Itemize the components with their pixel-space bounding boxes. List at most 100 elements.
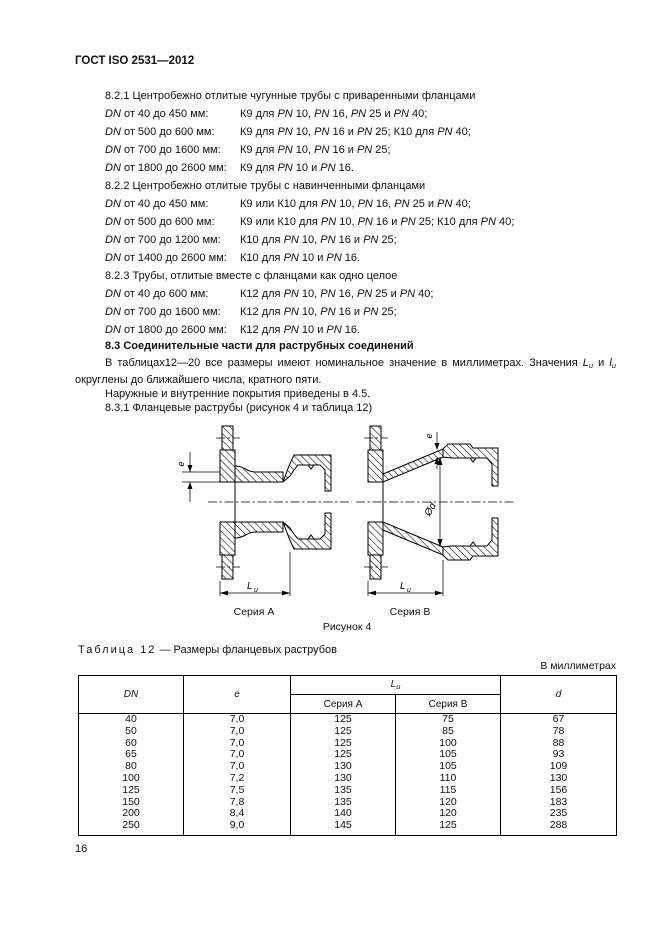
spec-line: DN от 700 до 1600 мм: К9 для PN 10, PN 16… [105, 141, 620, 159]
cell-dn: 100 [78, 772, 184, 785]
class-spec: К9 или К10 для PN 10, PN 16, PN 25 и PN … [240, 198, 471, 210]
dim-e-label: e [424, 433, 434, 438]
table-row: 150 7,8 135 120 183 [78, 796, 618, 809]
cell-lu-series-b: 115 [394, 784, 502, 797]
section-heading: 8.2.1 Центробежно отлитые чугунные трубы… [105, 90, 476, 102]
cell-lu-series-b: 105 [394, 749, 502, 762]
cell-lu-series-a: 145 [290, 819, 396, 836]
units-note: В миллиметрах [540, 660, 616, 672]
flange-plate-upper [219, 449, 236, 483]
cone-wall-lower [382, 521, 444, 556]
spec-list: DN от 40 до 600 мм: К12 для PN 10, PN 16,… [105, 285, 620, 339]
table-number: Таблица 12 [78, 644, 157, 656]
section-heading: 8.2.3 Трубы, отлитые вместе с фланцами к… [105, 270, 398, 282]
flange-plate-lower [219, 521, 236, 556]
dimension-e: e [176, 452, 220, 502]
cell-d: 78 [500, 725, 618, 738]
section-8-2-2: 8.2.2 Центробежно отлитые трубы с навинч… [105, 177, 620, 267]
section-8-2-1: 8.2.1 Центробежно отлитые чугунные трубы… [105, 87, 620, 177]
cell-lu-series-b: 85 [394, 725, 502, 738]
cell-lu-series-b: 100 [394, 737, 502, 750]
dim-lu-label: L [400, 581, 406, 592]
dn-range: DN от 1800 до 2600 мм: [105, 324, 227, 336]
spec-line: DN от 500 до 600 мм: К9 или К10 для PN 10… [105, 213, 620, 231]
dn-range: DN от 40 до 450 мм: [105, 108, 209, 120]
col-header-series-b: Серия B [394, 694, 502, 714]
table-12-wrapper: DN e Lu d Серия A Серия B 40 7,0 125 [78, 675, 618, 836]
cell-d: 235 [500, 808, 618, 821]
section-heading: 8.2.2 Центробежно отлитые трубы с навинч… [105, 180, 426, 192]
table-body: 40 7,0 125 75 67 50 7,0 125 85 78 [78, 713, 618, 836]
dn-range: DN от 700 до 1600 мм: [105, 144, 221, 156]
flange-plate-upper [367, 449, 384, 483]
cell-lu-series-b: 120 [394, 796, 502, 809]
socket-wall-lower [442, 517, 499, 561]
table-header: DN e Lu d Серия A Серия B [78, 675, 618, 714]
spec-line: DN от 1400 до 2600 мм:К10 для PN 10 и PN… [105, 249, 620, 267]
spec-line: DN от 700 до 1200 мм: К10 для PN 10, PN 1… [105, 231, 620, 249]
class-spec: К12 для PN 10, PN 16 и PN 25; [240, 306, 397, 318]
table-row: 125 7,5 135 115 156 [78, 784, 618, 797]
dimension-e: e [424, 432, 440, 469]
spec-line: DN от 1800 до 2600 мм:К9 для PN 10 и PN … [105, 159, 620, 177]
spec-line: DN от 40 до 600 мм: К12 для PN 10, PN 16,… [105, 285, 620, 303]
table-row: 50 7,0 125 85 78 [78, 725, 618, 738]
section-8-2-3: 8.2.3 Трубы, отлитые вместе с фланцами к… [105, 267, 620, 339]
cell-d: 183 [500, 796, 618, 809]
cell-dn: 125 [78, 784, 184, 797]
gasket-groove-notch [469, 541, 477, 547]
section-8-3-body: В таблицах12—20 все размеры имеют номина… [75, 356, 616, 415]
gasket-groove-notch [469, 457, 477, 463]
table-12: DN e Lu d Серия A Серия B 40 7,0 125 [78, 675, 618, 836]
dn-range: DN от 500 до 600 мм: [105, 216, 215, 228]
dim-lu-label: L [247, 581, 253, 592]
gasket-groove-notch [307, 464, 315, 470]
dim-lu-subscript: u [407, 587, 411, 594]
dn-range: DN от 40 до 600 мм: [105, 288, 209, 300]
gasket-groove-notch [307, 534, 315, 540]
page-number: 16 [75, 843, 88, 855]
class-spec: К9 для PN 10, PN 16 и PN 25; К10 для PN … [240, 126, 471, 138]
dn-range: DN от 700 до 1200 мм: [105, 234, 221, 246]
class-spec: К9 для PN 10, PN 16 и PN 25; [240, 144, 391, 156]
class-spec: К10 для PN 10, PN 16 и PN 25; [240, 234, 397, 246]
barrel-wall-lower [234, 521, 284, 539]
dn-range: DN от 500 до 600 мм: [105, 126, 215, 138]
line-coatings: Наружные и внутренние покрытия приведены… [105, 388, 371, 400]
spec-line: DN от 40 до 450 мм: К9 или К10 для PN 10,… [105, 195, 620, 213]
class-spec: К9 или К10 для PN 10, PN 16 и PN 25; К10… [240, 216, 515, 228]
socket-wall-lower [282, 512, 332, 550]
spec-line: DN от 700 до 1600 мм:К12 для PN 10, PN 1… [105, 303, 620, 321]
section-8-3-heading: 8.3 Соединительные части для раструбных … [105, 340, 414, 352]
cell-d: 130 [500, 772, 618, 785]
cell-lu-series-b: 75 [394, 713, 502, 726]
dn-range: DN от 40 до 450 мм: [105, 198, 209, 210]
barrel-wall-upper [234, 465, 284, 483]
cell-dn: 40 [78, 713, 184, 726]
dn-range: DN от 1400 до 2600 мм: [105, 252, 227, 264]
col-header-d: d [500, 675, 618, 714]
class-spec: К12 для PN 10, PN 16, PN 25 и PN 40; [240, 288, 434, 300]
dimension-lu: L u [367, 560, 444, 596]
cell-lu-series-a: 135 [290, 784, 396, 797]
table-title-text: — Размеры фланцевых раструбов [156, 644, 337, 656]
col-header-lu: Lu [289, 675, 502, 695]
dim-d-label: Ød [422, 501, 439, 519]
table-row: 100 7,2 130 110 130 [78, 772, 618, 785]
cone-wall-upper [382, 448, 444, 483]
spec-sections: 8.2.1 Центробежно отлитые чугунные трубы… [105, 87, 620, 339]
spec-list: DN от 40 до 450 мм: К9 или К10 для PN 10,… [105, 195, 620, 267]
figure-4-drawing: e L u [176, 425, 515, 596]
dim-e-label: e [176, 461, 186, 466]
cell-e: 9,0 [183, 819, 291, 836]
cell-d: 93 [500, 749, 618, 762]
cell-lu-series-a: 125 [290, 725, 396, 738]
spec-list: DN от 40 до 450 мм:К9 для PN 10, PN 16, … [105, 105, 620, 177]
document-header: ГОСТ ISO 2531—2012 [75, 55, 195, 67]
cell-d: 67 [500, 713, 618, 726]
cell-e: 7,2 [183, 772, 291, 785]
table-row: 200 8,4 140 120 235 [78, 808, 618, 821]
cell-dn: 250 [78, 819, 184, 836]
table-row: 60 7,0 125 100 88 [78, 737, 618, 750]
